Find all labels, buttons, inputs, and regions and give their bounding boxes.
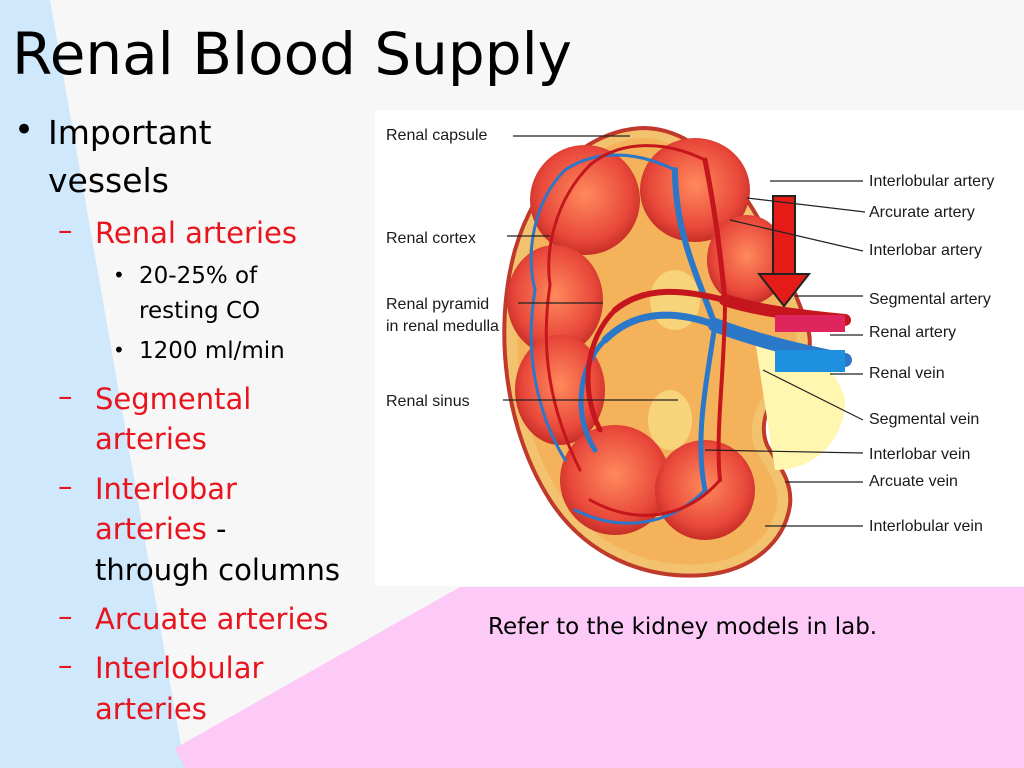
sub-item: 1200 ml/min [139, 338, 285, 364]
list-item: arteries [95, 422, 207, 456]
label-renal-pyramid: Renal pyramid [386, 296, 490, 313]
list-item: Renal arteries [95, 216, 297, 250]
label-interlobular-vein: Interlobular vein [869, 518, 983, 535]
list-item: arteries - [95, 509, 227, 549]
label-interlobar-artery: Interlobar artery [869, 242, 982, 259]
slide-title: Renal Blood Supply [12, 20, 573, 88]
sub-item: 20-25% of [139, 263, 258, 289]
dash-icon: – [58, 469, 73, 503]
label-interlobar-vein: Interlobar vein [869, 446, 971, 463]
label-renal-artery: Renal artery [869, 324, 957, 341]
label-interlobular-artery: Interlobular artery [869, 173, 995, 190]
sub-item: resting CO [139, 298, 261, 324]
dash-icon: – [58, 599, 73, 633]
dash-icon: – [58, 648, 73, 682]
list-item: Segmental [95, 382, 252, 416]
label-renal-cortex: Renal cortex [386, 230, 476, 247]
bullet-icon: • [14, 110, 35, 150]
label-renal-vein: Renal vein [869, 365, 945, 382]
bullet-line: vessels [48, 161, 169, 200]
list-item-text: arteries [95, 512, 207, 546]
label-renal-sinus: Renal sinus [386, 393, 470, 410]
label-renal-medulla: in renal medulla [386, 318, 499, 335]
label-arcuate-artery: Arcurate artery [869, 204, 975, 221]
list-item: Interlobular [95, 651, 264, 685]
label-segmental-vein: Segmental vein [869, 411, 980, 428]
dash-icon: – [58, 213, 73, 247]
label-renal-capsule: Renal capsule [386, 127, 488, 144]
label-segmental-artery: Segmental artery [869, 291, 991, 308]
list-item: arteries [95, 692, 207, 726]
list-item: Interlobar [95, 472, 237, 506]
kidney-illustration [502, 125, 866, 578]
list-item-suffix: - [206, 512, 227, 546]
list-item: Arcuate arteries [95, 602, 329, 636]
kidney-diagram: Renal capsule Renal cortex Renal pyramid… [375, 110, 1024, 586]
dot-icon: • [113, 338, 125, 362]
dot-icon: • [113, 263, 125, 287]
dash-icon: – [58, 379, 73, 413]
bullet-line: Important [48, 113, 212, 152]
list-item-continuation: through columns [95, 553, 341, 587]
lab-note: Refer to the kidney models in lab. [488, 614, 878, 640]
label-arcuate-vein: Arcuate vein [869, 473, 958, 490]
